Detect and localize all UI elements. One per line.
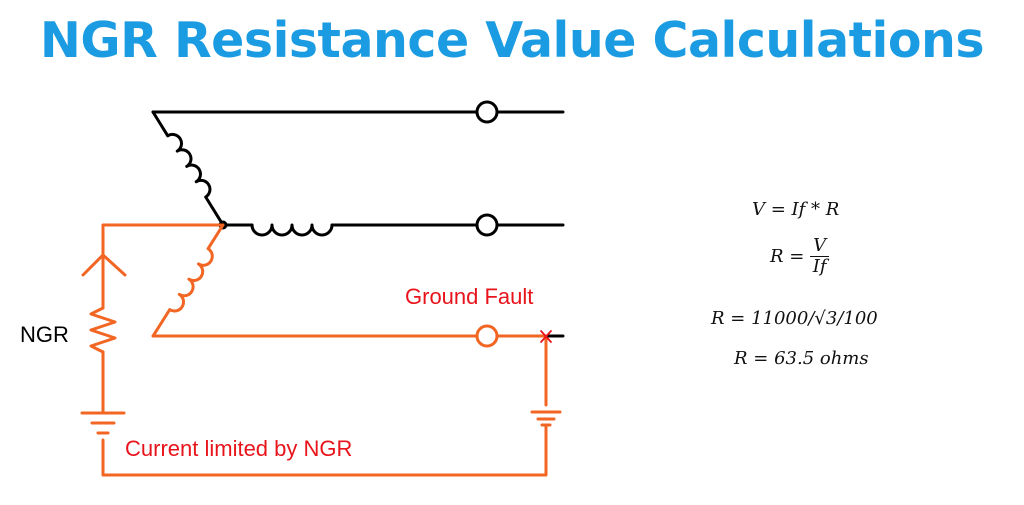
- equation-resistance-fraction: R = V If: [770, 236, 830, 277]
- page-title: NGR Resistance Value Calculations: [39, 12, 985, 69]
- phase-b-terminal: [475, 213, 499, 237]
- fault-current-path: [80, 223, 562, 477]
- phase-wires: [151, 100, 565, 338]
- equation-lhs: R =: [770, 246, 805, 267]
- fraction-denominator: If: [812, 256, 827, 277]
- current-limited-label: Current limited by NGR: [125, 436, 352, 461]
- winding-c-coil: [151, 223, 225, 338]
- phase-a-terminal: [475, 100, 499, 124]
- winding-b-coil: [250, 223, 334, 237]
- fraction: V If: [810, 236, 830, 277]
- phase-c-terminal: [475, 324, 499, 348]
- equation-ohms-law: V = If * R: [752, 199, 840, 220]
- ngr-resistor: [89, 306, 117, 354]
- equation-substitution: R = 11000/√3/100: [711, 308, 878, 329]
- ground-fault-label: Ground Fault: [405, 284, 533, 309]
- ngr-label: NGR: [20, 322, 69, 347]
- equation-result: R = 63.5 ohms: [734, 348, 869, 369]
- fraction-numerator: V: [810, 236, 830, 257]
- fault-point-icon: [540, 330, 552, 343]
- winding-a-coil: [151, 110, 225, 227]
- current-arrow-icon: [81, 253, 127, 277]
